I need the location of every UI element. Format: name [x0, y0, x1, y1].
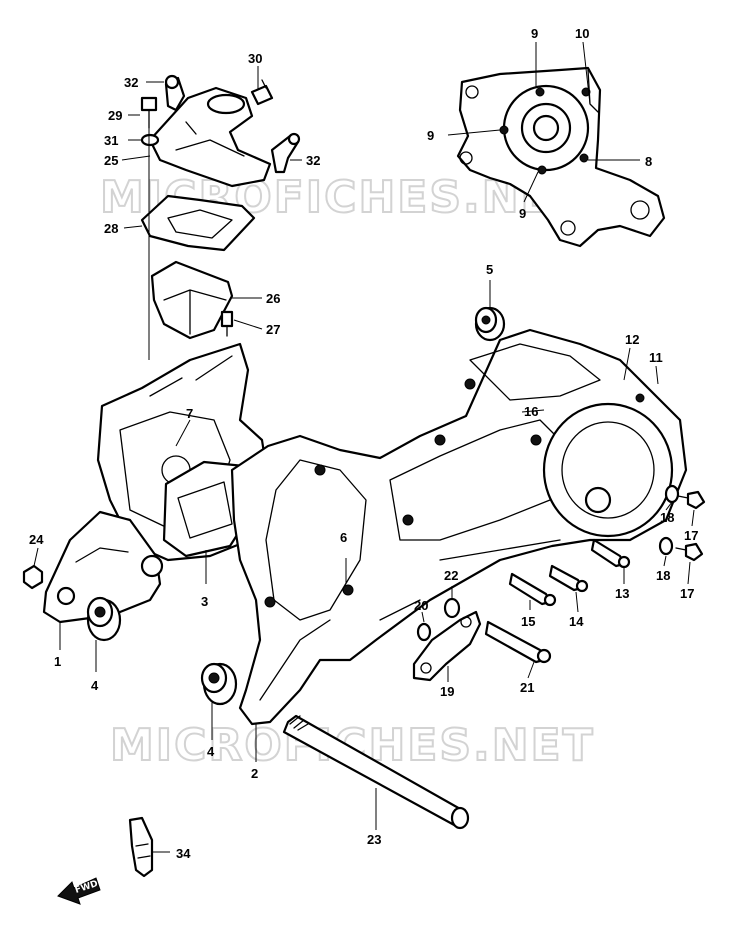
part-13-bolt [590, 538, 631, 569]
callout-26: 26 [266, 291, 280, 306]
part-29-bolt [140, 96, 158, 129]
callout-23: 23 [367, 832, 381, 847]
callout-25: 25 [104, 153, 118, 168]
part-19-bracket [412, 610, 482, 682]
callout-6: 6 [340, 530, 347, 545]
callout-numbers: 1 2 3 4 4 5 6 7 8 9 9 9 10 11 12 13 14 1… [29, 26, 698, 861]
part-24-nut [22, 564, 44, 590]
callout-17-lower: 17 [680, 586, 694, 601]
callout-11: 11 [649, 350, 663, 365]
part-20-spacer [416, 622, 432, 642]
callout-31: 31 [104, 133, 118, 148]
part-17-bolt-upper [677, 490, 706, 510]
callout-4-lower: 4 [207, 744, 215, 759]
callout-7: 7 [186, 406, 193, 421]
part-4-bushing-left [86, 596, 122, 642]
part-18-washer-upper [664, 484, 680, 504]
callout-19: 19 [440, 684, 454, 699]
callout-4-left: 4 [91, 678, 99, 693]
callout-22: 22 [444, 568, 458, 583]
callout-3: 3 [201, 594, 208, 609]
callout-9-left: 9 [427, 128, 434, 143]
part-32-fitting-lower [270, 132, 301, 174]
callout-14: 14 [569, 614, 584, 629]
part-27-screw [220, 310, 234, 337]
part-4-bushing-lower [200, 662, 238, 706]
part-18-washer-lower [658, 536, 674, 556]
part-25-intake-manifold [148, 86, 272, 188]
callout-9-top: 9 [531, 26, 538, 41]
part-1-crankcase-left [42, 510, 164, 624]
callout-27: 27 [266, 322, 280, 337]
callout-18-upper: 18 [660, 510, 674, 525]
callout-13: 13 [615, 586, 629, 601]
part-28-gasket [140, 194, 256, 252]
part-5-bushing [474, 306, 506, 342]
part-14-bolt [548, 564, 589, 593]
callout-32-lower: 32 [306, 153, 320, 168]
part-22-spacer [443, 597, 461, 619]
part-10-bracket [456, 66, 666, 248]
callout-30: 30 [248, 51, 262, 66]
callout-5: 5 [486, 262, 493, 277]
part-23-through-bolt [282, 714, 470, 830]
callout-15: 15 [521, 614, 535, 629]
callout-1: 1 [54, 654, 61, 669]
part-26-reed-valve [150, 260, 234, 340]
callout-16: 16 [524, 404, 538, 419]
callout-2: 2 [251, 766, 258, 781]
callout-20: 20 [414, 598, 428, 613]
callout-28: 28 [104, 221, 118, 236]
part-2-crankcase-right [230, 328, 688, 726]
callout-34: 34 [176, 846, 191, 861]
watermark-bottom: MICROFICHES.NET [110, 720, 595, 771]
callout-29: 29 [108, 108, 122, 123]
part-34-bracket [128, 816, 154, 878]
leader-lines [33, 41, 695, 853]
callout-9-bottom: 9 [519, 206, 526, 221]
callout-21: 21 [520, 680, 534, 695]
part-32-fitting-upper [164, 74, 186, 112]
callout-8: 8 [645, 154, 652, 169]
part-31-washer [140, 133, 160, 147]
callout-10: 10 [575, 26, 589, 41]
callout-12: 12 [625, 332, 639, 347]
part-30-bolt [250, 79, 274, 106]
callout-17-upper: 17 [684, 528, 698, 543]
callout-32-upper: 32 [124, 75, 138, 90]
callout-24: 24 [29, 532, 44, 547]
part-17-bolt-lower [675, 542, 704, 562]
forward-arrow-icon: FWD [57, 877, 101, 905]
part-21-bolt [484, 620, 552, 664]
part-15-bolt [508, 572, 557, 607]
callout-18-lower: 18 [656, 568, 670, 583]
